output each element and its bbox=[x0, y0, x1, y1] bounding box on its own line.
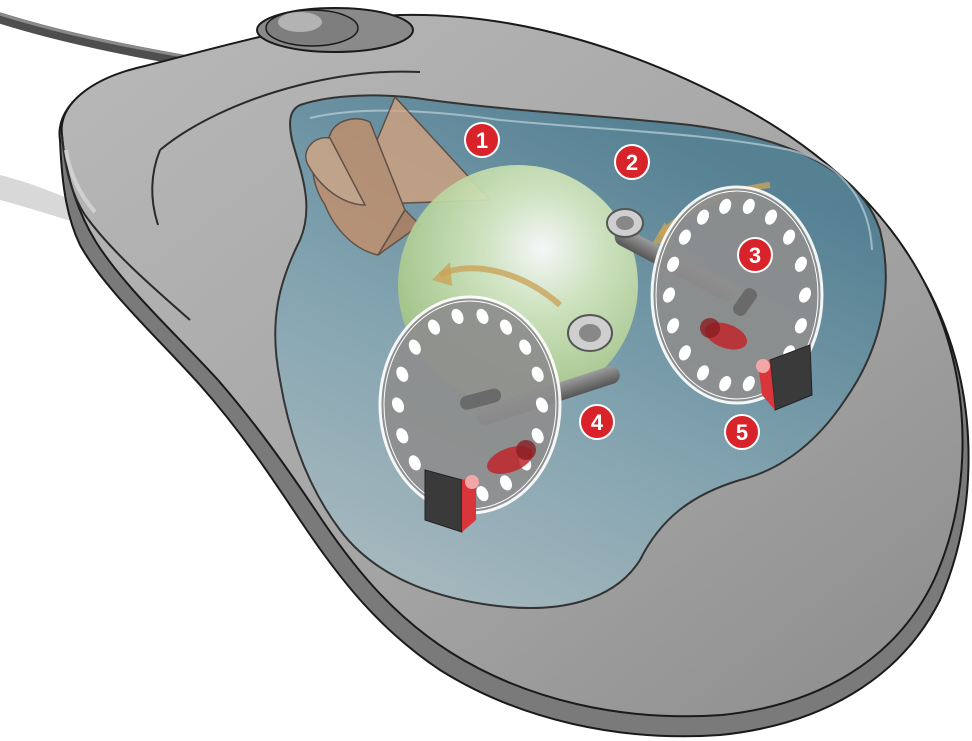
callout-5: 5 bbox=[724, 414, 760, 450]
disc-hole bbox=[783, 229, 796, 245]
disc-hole bbox=[742, 198, 755, 215]
callout-badge bbox=[724, 414, 760, 450]
disc-hole bbox=[391, 397, 405, 413]
front-edge bbox=[61, 134, 191, 321]
callout-badge bbox=[614, 144, 650, 180]
photo-sensor-x-icon bbox=[424, 469, 479, 533]
disc-hole bbox=[719, 198, 732, 215]
disc-hole bbox=[798, 287, 812, 303]
disc-hole bbox=[696, 365, 710, 381]
disc-hole bbox=[451, 308, 464, 325]
disc-hole bbox=[535, 397, 549, 413]
callout-badge bbox=[737, 237, 773, 273]
disc-hole bbox=[476, 308, 489, 325]
encoder-disc-x bbox=[378, 295, 562, 515]
callout-badge bbox=[464, 122, 500, 158]
callout-3: 3 bbox=[737, 237, 773, 273]
disc-hole bbox=[764, 209, 778, 225]
disc-hole bbox=[662, 287, 676, 303]
callout-badge bbox=[579, 404, 615, 440]
callouts: 1 2 3 4 5 bbox=[464, 122, 773, 450]
disc-hole bbox=[667, 256, 680, 272]
disc-hole bbox=[794, 256, 807, 272]
disc-hole bbox=[678, 345, 691, 361]
led-y-icon bbox=[700, 318, 748, 350]
disc-hole bbox=[742, 375, 755, 392]
disc-hole bbox=[408, 339, 421, 355]
scroll-wheel-icon bbox=[256, 7, 414, 53]
disc-hole bbox=[667, 318, 680, 334]
disc-hole bbox=[531, 366, 544, 382]
callout-label: 4 bbox=[591, 410, 604, 435]
rotation-arrow-x-icon bbox=[438, 265, 562, 308]
prism-icon bbox=[305, 95, 492, 256]
button-seam-2 bbox=[151, 149, 161, 226]
disc-hole bbox=[678, 229, 691, 245]
disc-hole bbox=[531, 428, 544, 444]
disc-hole bbox=[396, 366, 409, 382]
photo-sensor-y-icon bbox=[756, 344, 813, 411]
led-x-icon bbox=[487, 440, 536, 474]
callout-label: 3 bbox=[749, 243, 761, 268]
disc-hole bbox=[476, 485, 489, 502]
disc-hole bbox=[719, 375, 732, 392]
disc-hole bbox=[396, 428, 409, 444]
button-seam bbox=[159, 70, 421, 151]
disc-hole bbox=[408, 455, 421, 471]
callout-label: 2 bbox=[626, 150, 638, 175]
encoder-disc-y bbox=[650, 185, 824, 405]
disc-hole bbox=[794, 318, 807, 334]
disc-hole bbox=[519, 339, 532, 355]
callout-label: 1 bbox=[476, 128, 488, 153]
disc-hole bbox=[427, 319, 441, 335]
callout-label: 5 bbox=[736, 420, 748, 445]
callout-2: 2 bbox=[614, 144, 650, 180]
disc-hole bbox=[499, 475, 513, 491]
front-highlight bbox=[64, 149, 97, 214]
ground-shadow bbox=[0, 175, 85, 225]
disc-hole bbox=[696, 209, 710, 225]
callout-4: 4 bbox=[579, 404, 615, 440]
callout-1: 1 bbox=[464, 122, 500, 158]
disc-hole bbox=[499, 319, 513, 335]
